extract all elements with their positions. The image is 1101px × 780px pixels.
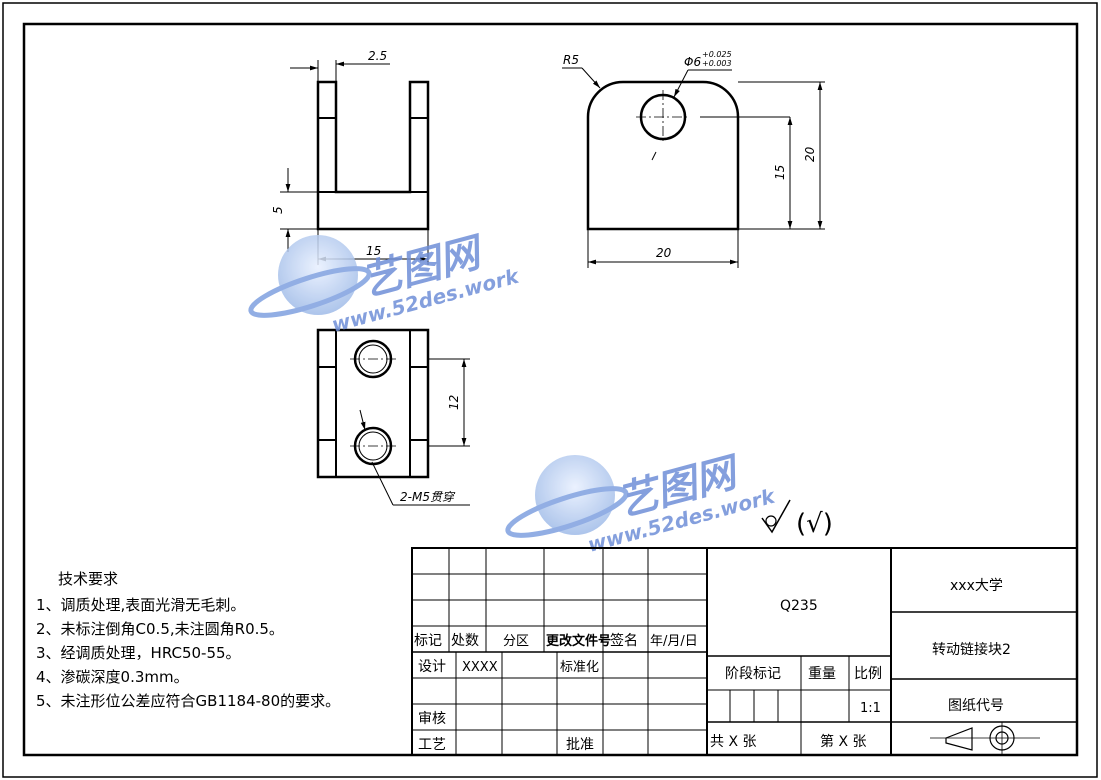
tech-item: 3、经调质处理，HRC50-55。 — [36, 644, 241, 662]
tb-col-fenqu: 分区 — [503, 634, 529, 649]
tb-sheets-total: 共 X 张 — [710, 734, 757, 750]
tb-pizhun: 批准 — [566, 737, 594, 753]
dim-top-wall: 2.5 — [368, 49, 387, 63]
tb-designer: XXXX — [462, 660, 498, 675]
tb-col-qianming: 签名 — [610, 632, 638, 649]
surface-symbol-paren: (√) — [796, 509, 833, 539]
tb-gongyi: 工艺 — [418, 737, 446, 753]
tech-item: 5、未注形位公差应符合GB1184-80的要求。 — [36, 692, 340, 710]
tb-col-biaoji: 标记 — [414, 633, 442, 649]
top-view — [316, 328, 470, 506]
tech-requirements: 技术要求 1、调质处理,表面光滑无毛刺。 2、未标注倒角C0.5,未注圆角R0.… — [36, 570, 340, 710]
tb-material: Q235 — [780, 598, 818, 614]
tb-university: xxx大学 — [950, 578, 1003, 594]
dim-hole-dia: Φ6 — [684, 55, 701, 69]
dim-hole-tol-upper: +0.025 — [702, 50, 732, 59]
tb-part-name: 转动链接块2 — [932, 641, 1011, 658]
dim-hole-spacing: 12 — [447, 395, 461, 410]
tb-sheji: 设计 — [418, 659, 446, 675]
tb-shenhe: 审核 — [418, 711, 446, 727]
tb-col-gengai: 更改文件号 — [546, 633, 611, 649]
dim-bolt-label: 2-M5贯穿 — [400, 490, 456, 504]
tb-ratio-label: 比例 — [854, 666, 882, 682]
tb-sheet-no: 第 X 张 — [820, 733, 867, 750]
tb-drawing-code: 图纸代号 — [948, 698, 1004, 714]
side-view — [562, 67, 825, 268]
tech-item: 4、渗碳深度0.3mm。 — [36, 668, 189, 686]
globe-icon — [248, 235, 372, 318]
dim-radius: R5 — [563, 53, 579, 67]
tb-col-date: 年/月/日 — [650, 634, 698, 649]
dim-hole-tol-lower: +0.003 — [702, 59, 732, 68]
dim-total-width: 20 — [656, 246, 672, 260]
tech-item: 2、未标注倒角C0.5,未注圆角R0.5。 — [36, 620, 284, 638]
dim-front-width: 15 — [366, 244, 381, 258]
watermark-2: 艺图网 www.52des.work — [505, 449, 779, 557]
dim-total-height: 20 — [803, 146, 817, 162]
projection-symbol-icon — [930, 722, 1040, 754]
dim-side-height: 5 — [271, 206, 285, 214]
tb-col-chushu: 处数 — [451, 633, 479, 649]
surface-roughness-icon — [761, 499, 791, 534]
tb-stage-mark: 阶段标记 — [725, 666, 781, 682]
globe-icon — [505, 455, 629, 538]
title-block — [411, 547, 1078, 756]
dim-hole-height: 15 — [773, 165, 787, 180]
tb-biaozhunhua: 标准化 — [560, 660, 599, 675]
tech-heading: 技术要求 — [58, 570, 118, 588]
front-view — [280, 60, 430, 265]
tb-ratio-value: 1:1 — [860, 701, 881, 716]
tech-item: 1、调质处理,表面光滑无毛刺。 — [36, 596, 245, 614]
tb-weight: 重量 — [808, 666, 836, 682]
